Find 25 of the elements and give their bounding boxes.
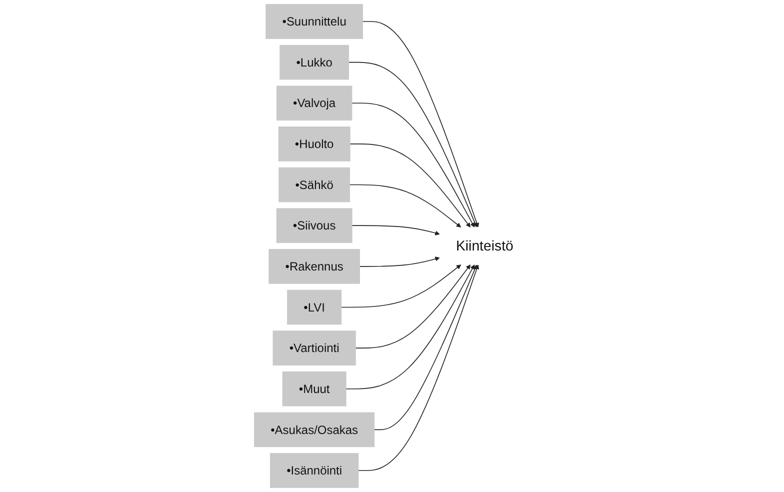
arrow (352, 225, 440, 236)
node-box: •Suunnittelu (266, 4, 363, 39)
arrow (359, 256, 440, 267)
node-box: •Vartiointi (272, 330, 356, 366)
arrow (374, 264, 478, 430)
node-box: •LVI (287, 290, 342, 325)
node-box: •Rakennus (268, 249, 360, 284)
node-box: •Isännöinti (270, 453, 359, 488)
node-box: •Valvoja (276, 86, 352, 121)
node-box: •Asukas/Osakas (254, 412, 375, 448)
node-box: •Siivous (276, 208, 352, 243)
node-box: •Huolto (278, 126, 350, 162)
arrow (352, 102, 475, 228)
arrow (358, 264, 480, 471)
arrow (348, 62, 478, 228)
arrow (355, 264, 471, 348)
node-box: •Muut (282, 371, 346, 406)
arrow (340, 264, 462, 308)
arrow (350, 144, 471, 228)
node-text: Kiinteistö (456, 238, 514, 254)
arrow (349, 184, 462, 228)
node-box: •Lukko (280, 44, 349, 80)
arrow (362, 21, 480, 228)
node-box: •Sähkö (278, 167, 350, 202)
arrow (346, 264, 475, 390)
